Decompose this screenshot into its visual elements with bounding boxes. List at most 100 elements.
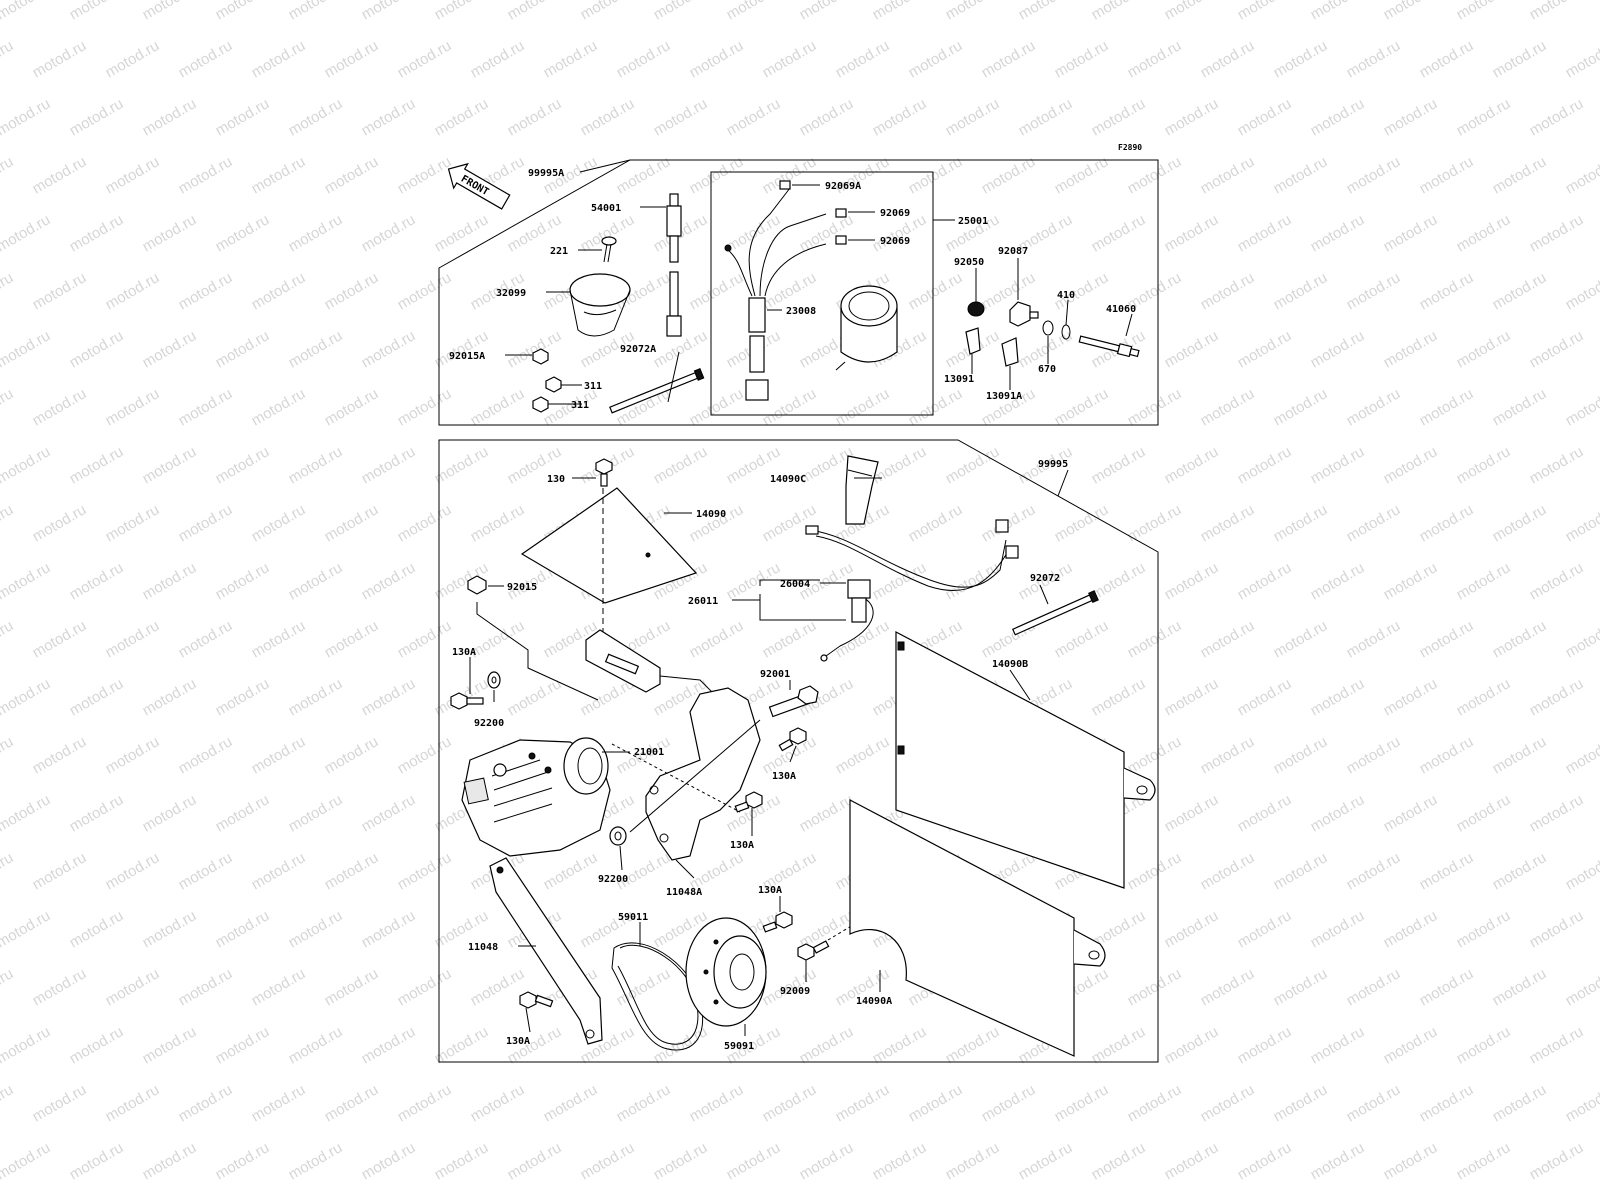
watermark-text: motod.ru: [103, 617, 163, 661]
watermark-text: motod.ru: [1308, 211, 1368, 255]
watermark-text: motod.ru: [0, 95, 53, 139]
watermark-text: motod.ru: [140, 0, 200, 23]
watermark-text: motod.ru: [1162, 327, 1222, 371]
figure-code: F2890: [1118, 143, 1142, 152]
watermark-text: motod.ru: [1563, 849, 1600, 893]
watermark-text: motod.ru: [870, 559, 930, 603]
watermark-text: motod.ru: [213, 211, 273, 255]
watermark-text: motod.ru: [140, 675, 200, 719]
watermark-text: motod.ru: [1454, 559, 1514, 603]
watermark-text: motod.ru: [651, 95, 711, 139]
watermark-text: motod.ru: [1308, 1139, 1368, 1183]
bolt-130A-5: [762, 911, 793, 933]
watermark-text: motod.ru: [1417, 153, 1477, 197]
watermark-text: motod.ru: [432, 443, 492, 487]
label-41060: 41060: [1106, 304, 1136, 315]
watermark-text: motod.ru: [1089, 443, 1149, 487]
watermark-text: motod.ru: [1052, 501, 1112, 545]
watermark-text: motod.ru: [1052, 617, 1112, 661]
watermark-text: motod.ru: [249, 153, 309, 197]
label-14090A: 14090A: [856, 996, 892, 1007]
watermark-text: motod.ru: [176, 153, 236, 197]
watermark-text: motod.ru: [833, 37, 893, 81]
watermark-text: motod.ru: [1162, 791, 1222, 835]
watermark-text: motod.ru: [30, 37, 90, 81]
watermark-text: motod.ru: [1490, 849, 1550, 893]
watermark-text: motod.ru: [286, 675, 346, 719]
watermark-text: motod.ru: [67, 675, 127, 719]
watermark-text: motod.ru: [0, 1139, 53, 1183]
watermark-text: motod.ru: [359, 1023, 419, 1067]
watermark-text: motod.ru: [468, 385, 528, 429]
watermark-text: motod.ru: [797, 95, 857, 139]
watermark-text: motod.ru: [1125, 965, 1185, 1009]
label-92069-b: 92069: [880, 236, 910, 247]
watermark-text: motod.ru: [1344, 37, 1404, 81]
watermark-text: motod.ru: [1527, 1023, 1587, 1067]
watermark-text: motod.ru: [1344, 965, 1404, 1009]
watermark-text: motod.ru: [1563, 37, 1600, 81]
cover-14090B: [895, 631, 1156, 889]
watermark-text: motod.ru: [30, 385, 90, 429]
watermark-text: motod.ru: [1089, 0, 1149, 23]
watermark-text: motod.ru: [1308, 791, 1368, 835]
speedometer-cable: [666, 193, 682, 337]
watermark-text: motod.ru: [687, 37, 747, 81]
watermark-text: motod.ru: [1125, 37, 1185, 81]
watermark-text: motod.ru: [943, 559, 1003, 603]
label-25001: 25001: [958, 216, 988, 227]
watermark-text: motod.ru: [1417, 501, 1477, 545]
watermark-text: motod.ru: [651, 1139, 711, 1183]
label-92072: 92072: [1030, 573, 1060, 584]
watermark-text: motod.ru: [1527, 791, 1587, 835]
watermark-text: motod.ru: [1125, 733, 1185, 777]
watermark-text: motod.ru: [67, 95, 127, 139]
watermark-text: motod.ru: [432, 1023, 492, 1067]
watermark-text: motod.ru: [0, 385, 16, 429]
watermark-text: motod.ru: [249, 269, 309, 313]
label-311-b: 311: [571, 400, 589, 411]
watermark-text: motod.ru: [797, 211, 857, 255]
watermark-text: motod.ru: [395, 617, 455, 661]
watermark-text: motod.ru: [395, 849, 455, 893]
watermark-text: motod.ru: [1381, 443, 1441, 487]
watermark-text: motod.ru: [395, 269, 455, 313]
watermark-text: motod.ru: [1198, 849, 1258, 893]
watermark-text: motod.ru: [140, 1023, 200, 1067]
watermark-text: motod.ru: [1271, 1081, 1331, 1125]
watermark-text: motod.ru: [1417, 733, 1477, 777]
watermark-text: motod.ru: [687, 501, 747, 545]
watermark-text: motod.ru: [1381, 211, 1441, 255]
wiring-harness: [805, 519, 1019, 662]
label-92015: 92015: [507, 582, 537, 593]
watermark-text: motod.ru: [0, 1023, 53, 1067]
watermark-text: motod.ru: [1016, 1139, 1076, 1183]
watermark-text: motod.ru: [359, 0, 419, 23]
watermark-text: motod.ru: [1235, 907, 1295, 951]
bracket-13091A: [1001, 337, 1019, 367]
watermark-text: motod.ru: [213, 327, 273, 371]
watermark-text: motod.ru: [432, 95, 492, 139]
watermark-text: motod.ru: [1563, 617, 1600, 661]
label-59091: 59091: [724, 1041, 754, 1052]
watermark-text: motod.ru: [1417, 385, 1477, 429]
watermark-text: motod.ru: [322, 501, 382, 545]
watermark-text: motod.ru: [322, 37, 382, 81]
watermark-text: motod.ru: [906, 385, 966, 429]
watermark-text: motod.ru: [1417, 617, 1477, 661]
watermark-text: motod.ru: [176, 617, 236, 661]
watermark-text: motod.ru: [1089, 95, 1149, 139]
watermark-text: motod.ru: [103, 849, 163, 893]
watermark-text: motod.ru: [1454, 1139, 1514, 1183]
grommet-92050: [967, 301, 985, 317]
watermark-text: motod.ru: [322, 733, 382, 777]
watermark-text: motod.ru: [249, 385, 309, 429]
watermark-text: motod.ru: [468, 1081, 528, 1125]
watermark-text: motod.ru: [1381, 1023, 1441, 1067]
watermark-text: motod.ru: [1344, 1081, 1404, 1125]
watermark-text: motod.ru: [213, 1023, 273, 1067]
watermark-text: motod.ru: [1527, 0, 1587, 23]
watermark-text: motod.ru: [1162, 675, 1222, 719]
fitting-92087: [1009, 301, 1039, 327]
